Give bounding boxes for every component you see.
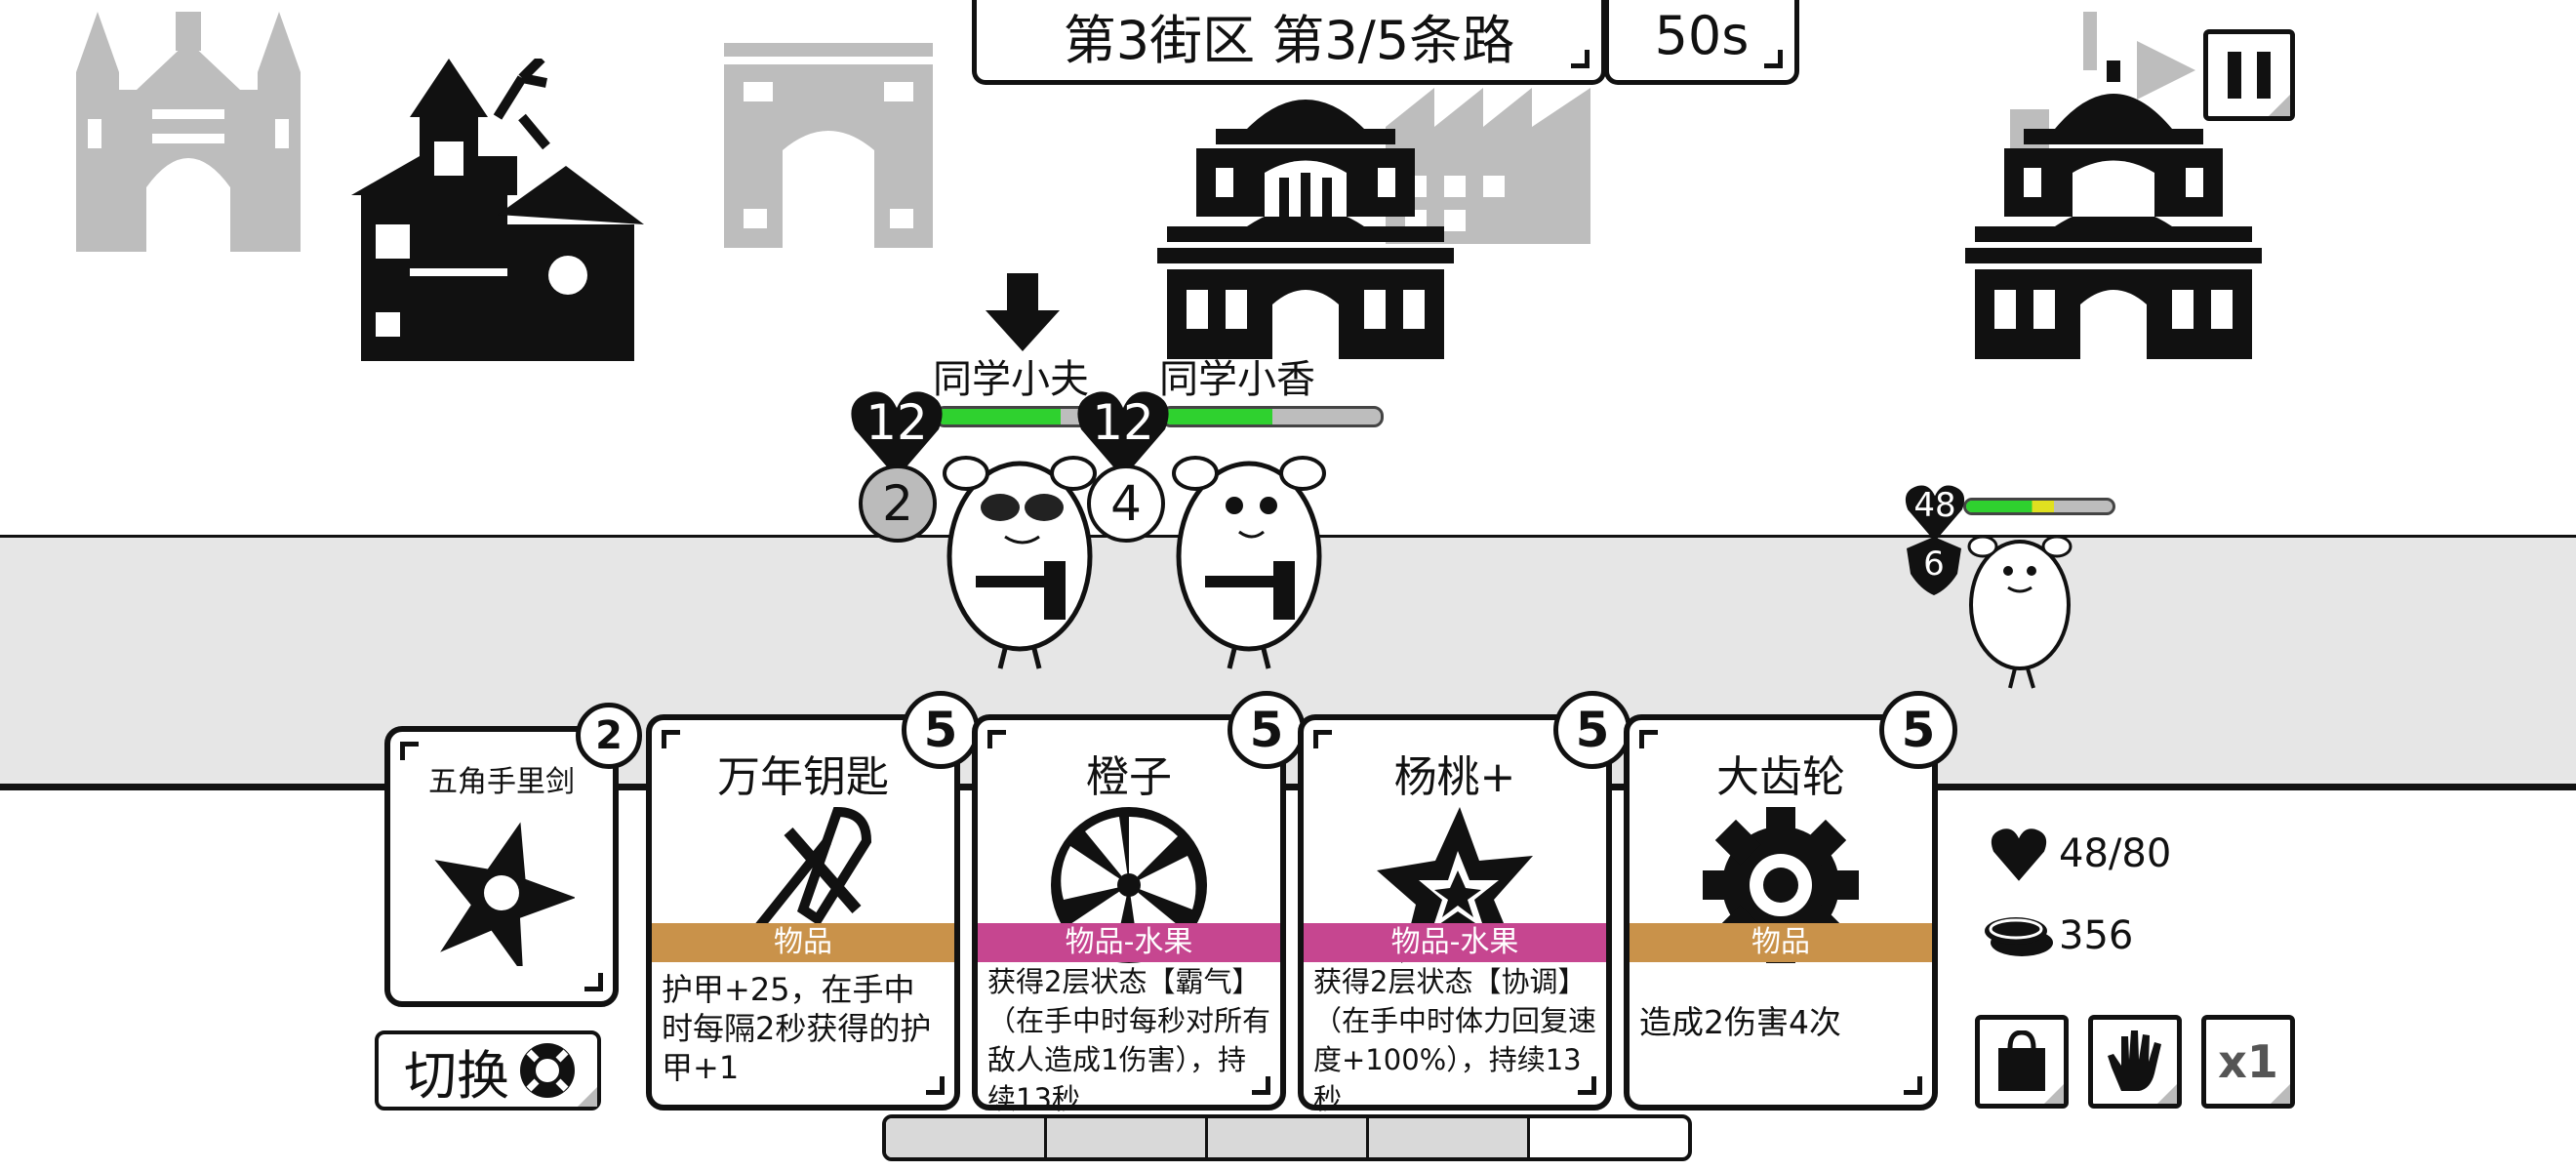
ally-character-2[interactable] [1166, 429, 1332, 673]
card-title: 杨桃+ [1393, 752, 1516, 802]
enemy-hp-value: 48 [1913, 486, 1956, 525]
enemy-shield-value: 6 [1923, 545, 1945, 584]
shuriken-icon [434, 822, 575, 966]
haunted-house-icon [351, 59, 644, 361]
gear-icon [1703, 807, 1859, 963]
ally-hp-value-2: 12 [1092, 394, 1154, 451]
card-category: 物品-水果 [978, 923, 1280, 962]
coins-value: 356 [2059, 913, 2134, 958]
timer-text: 50s [1654, 4, 1750, 66]
shop-button[interactable] [1975, 1015, 2069, 1109]
shield-icon [1907, 537, 1961, 595]
card-shuriken[interactable]: 五角手里剑 2 [384, 703, 642, 1007]
coins-icon [1985, 917, 2053, 956]
health-value: 48/80 [2059, 831, 2172, 876]
ally-hp-heart-1: 12 [849, 386, 945, 480]
key-icon [745, 806, 872, 943]
lifebuoy-icon [520, 1043, 575, 1098]
speed-label: x1 [2218, 1035, 2278, 1088]
switch-label: 切换 [404, 1044, 509, 1107]
card-title: 橙子 [1086, 752, 1172, 802]
card-gear[interactable]: 大齿轮 5 物品 造成2伤害4次 [1624, 691, 1957, 1110]
location-text: 第3街区 第3/5条路 [1063, 9, 1515, 71]
card-description: 护甲+25，在手中时每隔2秒获得的护甲+1 [662, 971, 932, 1086]
card-cost: 5 [1879, 691, 1957, 769]
target-arrow-icon [986, 273, 1060, 351]
card-cost: 5 [1553, 691, 1631, 769]
hand-button[interactable] [2088, 1015, 2182, 1109]
card-cost: 5 [1228, 691, 1306, 769]
ally-name-2: 同学小香 [1159, 357, 1315, 402]
arch-background-icon [724, 43, 933, 248]
card-category: 物品 [652, 923, 954, 962]
ally-armor-2: 4 [1087, 464, 1165, 543]
switch-button[interactable]: 切换 [375, 1030, 601, 1110]
progress-segment [886, 1118, 1047, 1157]
heart-icon [1905, 485, 1965, 542]
card-category: 物品 [1630, 923, 1932, 962]
health-heart-icon [1991, 828, 2047, 881]
card-description: 造成2伤害4次 [1639, 1003, 1841, 1041]
progress-segment [1208, 1118, 1369, 1157]
card-title: 万年钥匙 [717, 752, 889, 802]
enemy-hp-bar [1963, 498, 2115, 515]
enemy-shield: 6 [1903, 535, 1965, 597]
ally-hp-bar-1 [935, 406, 1116, 427]
ally-hp-bar-2 [1161, 406, 1384, 427]
hand-icon [2108, 1030, 2161, 1091]
progress-segment [1530, 1118, 1688, 1157]
card-category: 物品-水果 [1304, 923, 1606, 962]
card-cost: 2 [576, 703, 642, 769]
ally-name-1: 同学小夫 [933, 357, 1089, 402]
card-cost: 5 [902, 691, 980, 769]
shopping-bag-icon [1998, 1030, 2045, 1091]
speed-button[interactable]: x1 [2201, 1015, 2295, 1109]
ally-character-1[interactable] [937, 429, 1103, 673]
progress-segment [1369, 1118, 1530, 1157]
card-description: 获得2层状态【霸气】（在手中时每秒对所有敌人造成1伤害），持续13秒 [987, 965, 1271, 1115]
heart-icon [851, 391, 943, 478]
road-progress-bar [882, 1114, 1692, 1161]
ally-armor-1: 2 [859, 464, 937, 543]
castle-background-icon [76, 12, 301, 252]
progress-segment [1047, 1118, 1208, 1157]
pause-button[interactable] [2203, 29, 2295, 121]
enemy-hp-heart: 48 [1901, 482, 1969, 543]
ally-hp-heart-2: 12 [1075, 386, 1171, 480]
timer-banner: 50s [1604, 0, 1799, 85]
card-orange[interactable]: 橙子 5 物品-水果 获得2层状态【霸气】（在手中时每秒对所有敌人造成1伤害），… [972, 691, 1306, 1115]
card-description: 获得2层状态【协调】（在手中时体力回复速度+100%），持续13秒 [1313, 965, 1597, 1115]
heart-icon [1077, 391, 1169, 478]
card-key[interactable]: 万年钥匙 5 物品 护甲+25，在手中时每隔2秒获得的护甲+1 [646, 691, 980, 1110]
card-title: 五角手里剑 [428, 765, 575, 799]
domed-building-icon [1157, 100, 1454, 359]
card-title: 大齿轮 [1716, 752, 1845, 802]
location-banner: 第3街区 第3/5条路 [972, 0, 1606, 85]
ally-hp-value-1: 12 [865, 394, 928, 451]
domed-building-right-icon [1965, 61, 2262, 359]
pause-icon [2228, 52, 2241, 99]
enemy-character[interactable] [1961, 517, 2078, 693]
card-starfruit[interactable]: 杨桃+ 5 物品-水果 获得2层状态【协调】（在手中时体力回复速度+100%），… [1298, 691, 1631, 1115]
